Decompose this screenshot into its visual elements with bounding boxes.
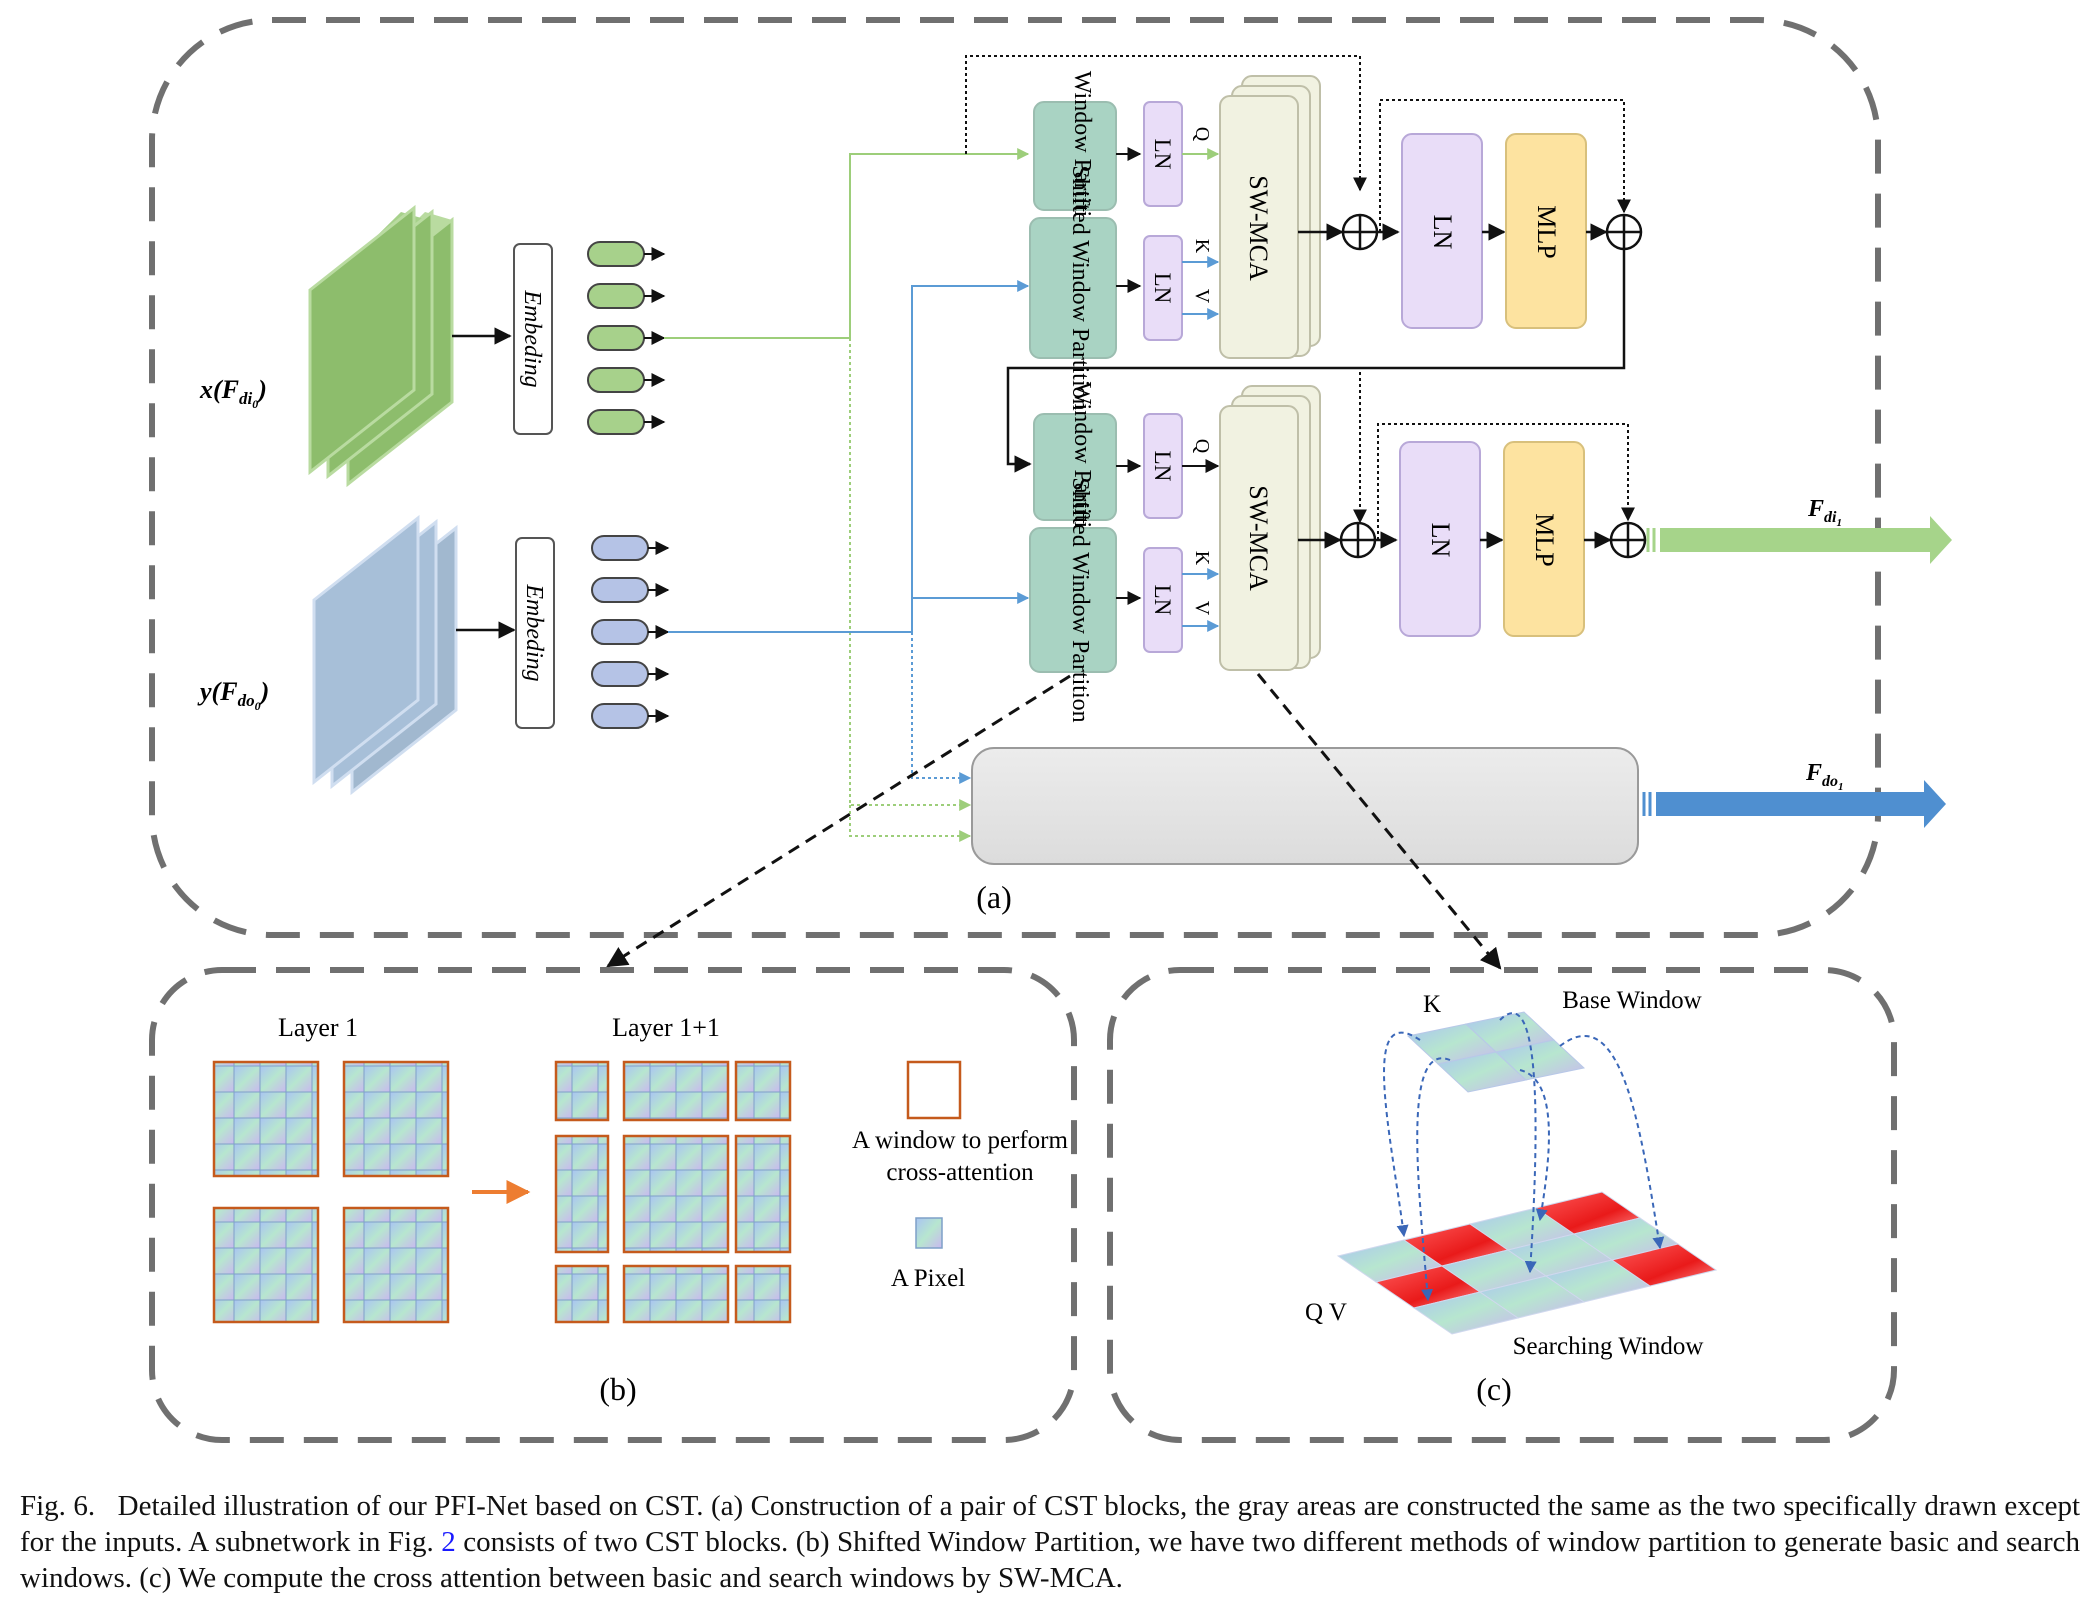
caption-fig-label: Fig. 6.: [20, 1490, 96, 1522]
panel-a-border: [149, 17, 1881, 938]
svg-text:MLP: MLP: [1530, 513, 1559, 566]
searching-window-plane: [1336, 1191, 1718, 1335]
svg-text:LN: LN: [1428, 215, 1457, 250]
legend-window-text-1: A window to perform: [852, 1127, 1068, 1154]
green-flow-lines: [664, 148, 1030, 842]
svg-text:LN: LN: [1150, 139, 1175, 170]
svg-text:V: V: [1191, 601, 1213, 616]
base-window-label: Base Window: [1562, 987, 1702, 1014]
svg-text:LN: LN: [1150, 585, 1175, 616]
svg-text:LN: LN: [1150, 273, 1175, 304]
feature-stack-x: [308, 204, 454, 488]
input-x-label: x(Fdi0): [199, 375, 267, 411]
svg-text:Shifted Window Partition: Shifted Window Partition: [1067, 165, 1093, 410]
base-window-plane: [1406, 1011, 1586, 1093]
panel-c-border: [1107, 967, 1897, 1443]
embedding-label-x: Embeding: [519, 289, 545, 387]
ln-kv-2: [1143, 547, 1183, 653]
panel-a-label: (a): [976, 879, 1012, 915]
output-di-label: Fdi1: [1807, 496, 1842, 529]
legend-pixel-swatch: [915, 1217, 943, 1249]
svg-text:V: V: [1191, 289, 1213, 304]
legend-window-swatch: [906, 1060, 962, 1120]
output-arrow-do: [1642, 780, 1946, 828]
legend-window-text-2: cross-attention: [886, 1159, 1034, 1186]
svg-text:Q: Q: [1191, 127, 1213, 142]
svg-text:LN: LN: [1150, 451, 1175, 482]
sw-mca-1: [1219, 95, 1299, 359]
panel-c-label: (c): [1476, 1371, 1512, 1407]
output-arrow-di: [1646, 516, 1952, 564]
feature-stack-y: [312, 514, 458, 796]
svg-text:LN: LN: [1426, 523, 1455, 558]
svg-text:SW-MCA: SW-MCA: [1244, 175, 1273, 281]
gray-cst-block: [971, 747, 1639, 865]
panel-b-border: [149, 967, 1077, 1443]
embedding-label-y: Embeding: [521, 583, 547, 681]
embedding-box-x: [513, 243, 553, 435]
layer2-windows: [554, 1060, 792, 1324]
tokens-x: [587, 241, 666, 435]
panel-b-label: (b): [599, 1371, 636, 1407]
figure-diagram: x(Fdi0) y(Fdo0) Embeding Embeding: [149, 17, 1952, 1443]
svg-text:MLP: MLP: [1532, 205, 1561, 258]
blue-flow-lines: [668, 280, 1030, 784]
embedding-box-y: [515, 537, 555, 729]
shifted-window-partition-2: [1029, 527, 1117, 673]
svg-text:Q: Q: [1191, 439, 1213, 454]
window-partition-1: [1033, 101, 1117, 211]
qv-label: Q V: [1305, 1299, 1347, 1326]
svg-text:Shifted Window Partition: Shifted Window Partition: [1067, 477, 1093, 722]
ln-kv-1: [1143, 235, 1183, 341]
attention-arcs: [1383, 1012, 1665, 1302]
searching-window-label: Searching Window: [1513, 1333, 1704, 1360]
svg-text:K: K: [1191, 551, 1213, 566]
caption-figure-ref[interactable]: 2: [441, 1526, 456, 1558]
panel-c-k-label: K: [1423, 991, 1441, 1018]
svg-text:K: K: [1191, 239, 1213, 254]
caption-text-2: consists of two CST blocks. (b) Shifted …: [20, 1526, 2081, 1594]
cst-block-1: Window Partition Shifted Window Partitio…: [965, 55, 1643, 473]
cst-block-2: Window Partition Shifted Window Partitio…: [1029, 372, 1647, 723]
caption-text-1: Detailed illustration of our PFI-Net bas…: [20, 1490, 2081, 1558]
layer1-label: Layer 1: [278, 1013, 358, 1042]
sw-mca-2: [1219, 405, 1299, 671]
figure-caption: Fig. 6. Detailed illustration of our PFI…: [20, 1488, 2080, 1596]
connector-to-c: [1256, 673, 1502, 970]
layer1-windows: [212, 1060, 450, 1324]
connector-to-b: [606, 674, 1071, 968]
legend-pixel-text: A Pixel: [891, 1265, 965, 1292]
svg-text:Window Partition: Window Partition: [1069, 71, 1095, 241]
tokens-y: [591, 535, 670, 729]
input-y-label: y(Fdo0): [197, 677, 269, 713]
output-do-label: Fdo1: [1805, 760, 1844, 793]
svg-text:Window Partition: Window Partition: [1069, 382, 1095, 552]
svg-text:SW-MCA: SW-MCA: [1244, 485, 1273, 591]
shifted-window-partition-1: [1029, 217, 1117, 359]
layer2-label: Layer 1+1: [612, 1013, 720, 1042]
